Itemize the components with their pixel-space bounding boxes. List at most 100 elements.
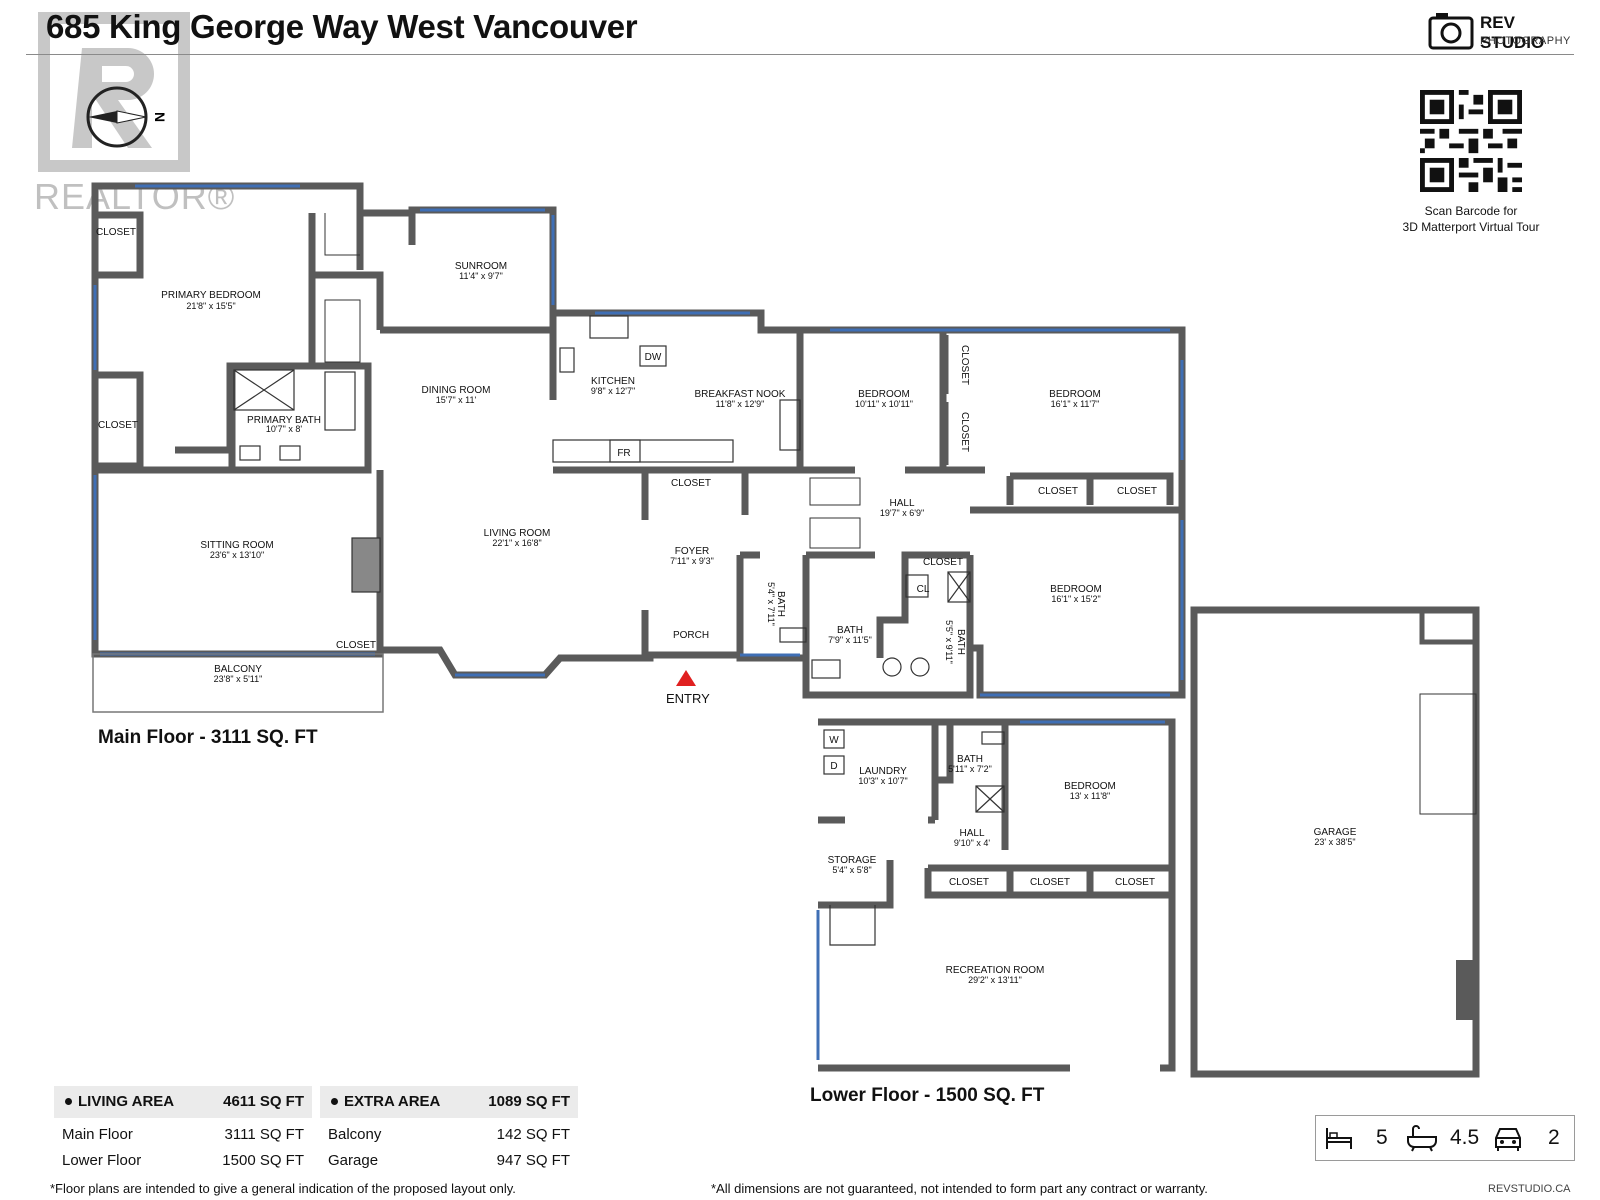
main-floor-stairs [324, 213, 861, 549]
dim-dining-room: 15'7" x 11' [436, 395, 477, 405]
dim-primary-bath: 10'7" x 8' [266, 424, 302, 434]
dim-garage: 23' x 38'5" [1314, 837, 1355, 847]
dim-bedroom-3: 16'1" x 11'7" [1051, 399, 1100, 409]
qr-caption-line-2: 3D Matterport Virtual Tour [1402, 220, 1540, 234]
lower-floor-fixtures [823, 729, 1005, 946]
dim-living-room: 22'1" x 16'8" [492, 538, 541, 548]
row-label: Balcony [328, 1126, 382, 1143]
room-bath-side: BATH [955, 629, 966, 655]
dim-bedroom-2: 10'11" x 10'11" [855, 399, 913, 409]
main-floor-label: Main Floor - 3111 SQ. FT [98, 727, 318, 748]
qr-caption-line-1: Scan Barcode for [1424, 204, 1518, 218]
qr-code-icon[interactable] [1420, 90, 1522, 192]
row-label: Main Floor [62, 1126, 133, 1143]
room-sunroom: SUNROOM [455, 261, 507, 272]
row-value: 3111 SQ FT [224, 1126, 304, 1143]
garage-walls [1190, 606, 1480, 1078]
row-value: 947 SQ FT [496, 1152, 570, 1169]
room-lower-hall: HALL [959, 828, 984, 839]
dim-storage: 5'4" x 5'8" [832, 865, 871, 875]
room-balcony: BALCONY [214, 664, 262, 675]
lower-floor-walls [818, 718, 1176, 1072]
label-dishwasher: DW [645, 352, 662, 363]
room-breakfast-nook: BREAKFAST NOOK [695, 389, 786, 400]
label-washer: W [829, 735, 839, 746]
dim-laundry: 10'3" x 10'7" [858, 776, 907, 786]
room-lower-closet-1: CLOSET [949, 877, 989, 888]
dim-balcony: 23'8" x 5'11" [214, 674, 263, 684]
room-storage: STORAGE [828, 855, 877, 866]
label-dryer: D [830, 761, 837, 772]
living-area-header: LIVING AREA 4611 SQ FT [54, 1086, 312, 1118]
dim-primary-bedroom: 21'8" x 15'5" [186, 301, 235, 311]
balcony-outline [92, 653, 384, 713]
extra-area-header: EXTRA AREA 1089 SQ FT [320, 1086, 578, 1118]
lower-floor-windows [816, 720, 1165, 1060]
dim-bedroom-4: 16'1" x 15'2" [1051, 594, 1100, 604]
dim-foyer: 7'11" x 9'3" [670, 556, 714, 566]
compass-north-label: N [152, 112, 168, 122]
row-value: 142 SQ FT [496, 1126, 570, 1143]
dim-sunroom: 11'4" x 9'7" [459, 271, 503, 281]
room-closet-foyer: CLOSET [671, 478, 711, 489]
room-lower-bath: BATH [957, 754, 983, 765]
brand-logo: REV STUDIO PHOTOGRAPHY [1428, 8, 1578, 52]
room-primary-bedroom: PRIMARY BEDROOM [161, 290, 261, 301]
extra-area-table: EXTRA AREA 1089 SQ FT Balcony 142 SQ FT … [320, 1086, 578, 1170]
room-closet-f: CLOSET [1117, 486, 1157, 497]
dim-kitchen: 9'8" x 12'7" [591, 386, 635, 396]
extra-area-title: EXTRA AREA [330, 1086, 440, 1118]
website-link[interactable]: REVSTUDIO.CA [1488, 1183, 1571, 1195]
room-closet-d: CLOSET [959, 412, 970, 452]
label-fridge: FR [617, 448, 630, 459]
dim-bath-mid: 7'9" x 11'5" [828, 635, 872, 645]
realtor-logo-icon [38, 12, 190, 172]
qr-caption: Scan Barcode for 3D Matterport Virtual T… [1378, 203, 1564, 235]
car-icon [1495, 1128, 1521, 1151]
garage-labels: GARAGE 23' x 38'5" [1314, 827, 1357, 847]
entry-label: ENTRY [666, 691, 710, 706]
floorplan-disclaimer: *Floor plans are intended to give a gene… [50, 1181, 516, 1196]
page-title: 685 King George Way West Vancouver [46, 8, 638, 45]
room-closet-c: CLOSET [959, 345, 970, 385]
room-lower-closet-3: CLOSET [1115, 877, 1155, 888]
brand-subtitle: PHOTOGRAPHY [1480, 35, 1571, 47]
dim-breakfast-nook: 11'8" x 12'9" [716, 399, 765, 409]
compass: N [86, 86, 168, 148]
room-closet-e: CLOSET [1038, 486, 1078, 497]
brand-name: REV STUDIO [1480, 13, 1545, 52]
living-area-title: LIVING AREA [64, 1086, 174, 1118]
dim-bath-side: 5'5" x 9'11" [944, 620, 954, 664]
room-sitting-room: SITTING ROOM [200, 540, 273, 551]
dim-lower-bedroom: 13' x 11'8" [1070, 791, 1111, 801]
room-bedroom-4: BEDROOM [1050, 584, 1102, 595]
beds-count: 5 [1376, 1126, 1388, 1149]
bed-icon [1326, 1128, 1352, 1149]
baths-count: 4.5 [1450, 1126, 1480, 1149]
row-label: Lower Floor [62, 1152, 142, 1169]
room-bedroom-2: BEDROOM [858, 389, 910, 400]
dim-lower-hall: 9'10" x 4' [954, 838, 990, 848]
label-cl: CL [917, 584, 930, 595]
room-living-room: LIVING ROOM [484, 528, 551, 539]
bathtub-icon [1407, 1125, 1437, 1152]
lower-floor-label: Lower Floor - 1500 SQ. FT [810, 1085, 1045, 1106]
property-summary: 5 4.5 2 [1315, 1115, 1575, 1161]
room-closet-a: CLOSET [96, 227, 136, 238]
room-bedroom-3: BEDROOM [1049, 389, 1101, 400]
living-area-total: 4611 SQ FT [223, 1093, 304, 1110]
room-hall: HALL [889, 498, 914, 509]
room-foyer: FOYER [675, 546, 709, 557]
room-dining-room: DINING ROOM [422, 385, 491, 396]
room-laundry: LAUNDRY [859, 766, 907, 777]
room-lower-bedroom: BEDROOM [1064, 781, 1116, 792]
lower-floor-room-labels: W D LAUNDRY 10'3" x 10'7" BATH 5'11" x 7… [828, 735, 1155, 985]
main-floor-room-labels: PRIMARY BEDROOM 21'8" x 15'5" CLOSET CLO… [96, 227, 1157, 684]
row-label: Garage [328, 1152, 379, 1169]
extra-area-total: 1089 SQ FT [488, 1093, 570, 1110]
title-divider [26, 54, 1574, 55]
camera-icon [1428, 13, 1474, 50]
room-lower-closet-2: CLOSET [1030, 877, 1070, 888]
dim-recreation: 29'2" x 13'11" [968, 975, 1022, 985]
